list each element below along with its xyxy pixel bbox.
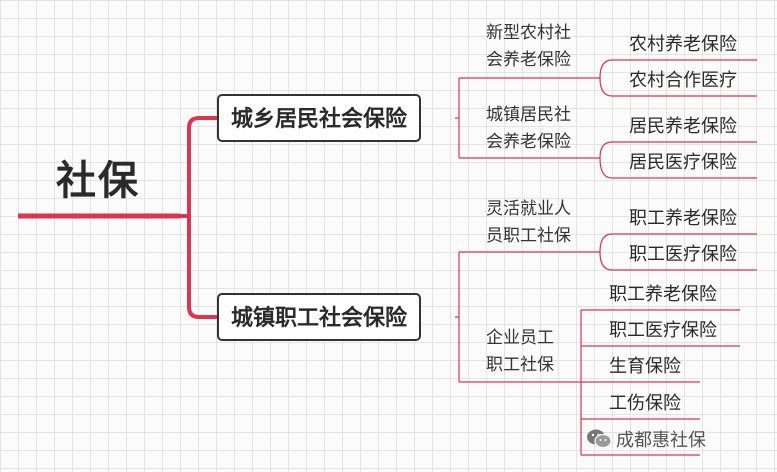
group-3-connector — [599, 233, 757, 271]
group-flexible-employment[interactable]: 灵活就业人 员职工社保 — [486, 199, 571, 246]
group-new-rural-pension[interactable]: 新型农村社 会养老保险 — [486, 23, 571, 70]
group-1-connector — [599, 59, 757, 97]
leaf-flex-pension[interactable]: 职工养老保险 — [629, 208, 737, 229]
leaf-resident-medical[interactable]: 居民医疗保险 — [629, 152, 737, 173]
leaf-enterprise-medical[interactable]: 职工医疗保险 — [609, 320, 717, 341]
leaf-enterprise-pension[interactable]: 职工养老保险 — [609, 284, 717, 305]
leaf-resident-pension[interactable]: 居民养老保险 — [629, 116, 737, 137]
root-bracket — [180, 116, 217, 319]
group-4-connector — [580, 309, 740, 456]
group-enterprise-employee[interactable]: 企业员工 职工社保 — [486, 328, 554, 375]
group-urban-resident-pension[interactable]: 城镇居民社 会养老保险 — [486, 105, 571, 152]
branch-urban-employee[interactable]: 城镇职工社会保险 — [217, 293, 422, 341]
root-node[interactable]: 社保 — [56, 158, 140, 204]
leaf-work-injury[interactable]: 工伤保险 — [609, 393, 681, 414]
leaf-maternity[interactable]: 生育保险 — [609, 356, 681, 377]
leaf-rural-medical[interactable]: 农村合作医疗 — [629, 70, 737, 91]
branch-urban-rural-resident[interactable]: 城乡居民社会保险 — [217, 94, 422, 142]
leaf-flex-medical[interactable]: 职工医疗保险 — [629, 244, 737, 265]
branch-2-connector — [455, 251, 600, 383]
watermark-text: 成都惠社保 — [616, 430, 706, 451]
wechat-icon — [586, 428, 612, 450]
watermark: 成都惠社保 — [586, 426, 706, 452]
branch-1-connector — [455, 77, 600, 159]
leaf-rural-pension[interactable]: 农村养老保险 — [629, 34, 737, 55]
group-2-connector — [599, 141, 757, 179]
